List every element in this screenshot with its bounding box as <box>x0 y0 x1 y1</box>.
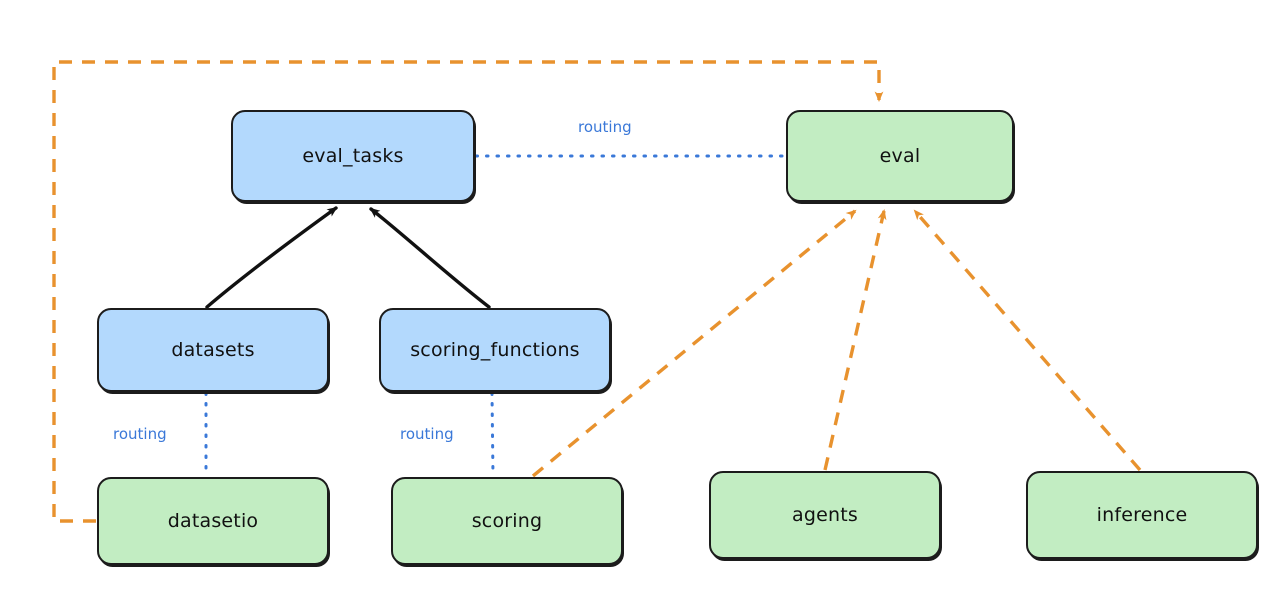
node-eval-tasks-label: eval_tasks <box>302 145 404 167</box>
edge-scoring-to-eval <box>531 209 857 478</box>
edge-scoring_functions-to-eval_tasks <box>369 207 491 309</box>
node-scoring-label: scoring <box>471 510 543 532</box>
edge-inference-to-eval <box>913 209 1142 472</box>
edge-datasetio-to-eval <box>52 60 884 523</box>
node-inference[interactable]: inference <box>1026 471 1258 559</box>
node-inference-label: inference <box>1096 504 1188 526</box>
edge-label-routing-eval: routing <box>578 118 632 136</box>
node-agents[interactable]: agents <box>709 471 941 559</box>
node-datasetio-label: datasetio <box>167 510 259 532</box>
edge-scoring_functions-to-scoring <box>490 391 495 478</box>
node-datasets-label: datasets <box>171 339 255 361</box>
edge-agents-to-eval <box>823 209 887 471</box>
node-eval-label: eval <box>879 145 921 167</box>
node-eval[interactable]: eval <box>786 110 1014 202</box>
node-scoring-functions-label: scoring_functions <box>410 339 580 361</box>
node-scoring[interactable]: scoring <box>391 477 623 565</box>
node-scoring-functions[interactable]: scoring_functions <box>379 308 611 392</box>
edge-label-routing-scoring: routing <box>400 425 454 443</box>
node-agents-label: agents <box>792 504 858 526</box>
edge-label-routing-datasetio: routing <box>113 425 167 443</box>
node-datasetio[interactable]: datasetio <box>97 477 329 565</box>
node-datasets[interactable]: datasets <box>97 308 329 392</box>
edge-datasets-to-eval_tasks <box>205 206 338 309</box>
node-eval-tasks[interactable]: eval_tasks <box>231 110 475 202</box>
